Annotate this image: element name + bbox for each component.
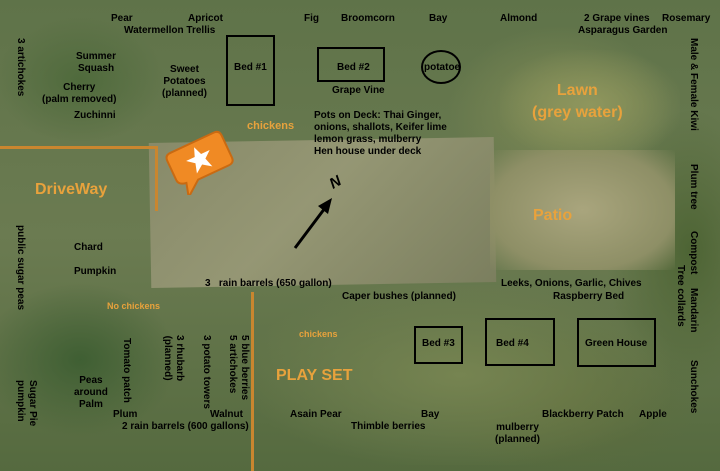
sugar-pie-pumpkin-label: Sugar Pie pumpkin <box>15 380 38 427</box>
chard-label: Chard <box>74 242 103 253</box>
blackberry-patch-label: Blackberry Patch <box>542 409 624 420</box>
chickens-area-label: chickens <box>247 120 295 132</box>
bed-4-label: Bed #4 <box>496 338 529 349</box>
fig-label: Fig <box>304 13 319 24</box>
play-set-label: PLAY SET <box>276 367 353 384</box>
public-sugar-peas-label: public sugar peas <box>15 225 26 311</box>
grape-vines-label: 2 Grape vines <box>584 13 650 24</box>
rain-barrels-650-label: 3 rain barrels (650 gallon) <box>205 278 332 289</box>
compost-label: Compost <box>688 231 699 275</box>
plum-label: Plum <box>113 409 138 420</box>
backyard-area <box>250 285 670 465</box>
asain-pear-label: Asain Pear <box>290 409 342 420</box>
bed-3-label: Bed #3 <box>422 338 455 349</box>
rain-barrels-600-label: 2 rain barrels (600 gallons) <box>122 421 249 432</box>
asparagus-garden-label: Asparagus Garden <box>578 25 668 36</box>
apple-label: Apple <box>639 409 667 420</box>
peas-around-palm-label: Peas around Palm <box>74 375 108 410</box>
potato-bed[interactable] <box>421 50 461 84</box>
artichokes-label: 3 artichokes <box>15 38 26 97</box>
lawn-area <box>500 50 680 160</box>
summer-squash-label: Summer Squash <box>76 51 117 74</box>
bed-2[interactable] <box>317 47 385 82</box>
leeks-label: Leeks, Onions, Garlic, Chives <box>501 278 642 289</box>
patio-label: Patio <box>533 207 573 224</box>
rosemary-label: Rosemary <box>662 13 711 24</box>
caper-bushes-label: Caper bushes (planned) <box>342 291 456 302</box>
apricot-label: Apricot <box>188 13 223 24</box>
mandarin-label: Mandarin <box>688 288 699 333</box>
north-arrow-icon <box>293 198 332 249</box>
fence-line <box>251 292 254 471</box>
driveway-label: DriveWay <box>35 181 108 198</box>
pots-on-deck-label: Pots on Deck: Thai Ginger, onions, shall… <box>314 110 447 157</box>
bay-top-label: Bay <box>429 13 448 24</box>
fence-line <box>155 146 158 211</box>
bed-3[interactable] <box>414 326 463 364</box>
bed-2-label: Bed #2 <box>337 62 370 73</box>
bay-bottom-label: Bay <box>421 409 440 420</box>
thimble-berries-label: Thimble berries <box>351 421 426 432</box>
lawn-label: Lawn (grey water) <box>532 82 623 121</box>
walnut-label: Walnut <box>210 409 243 420</box>
green-house-label: Green House <box>585 338 648 349</box>
grape-vine-label: Grape Vine <box>332 85 385 96</box>
broomcorn-label: Broomcorn <box>341 13 395 24</box>
star-pin-icon[interactable] <box>160 125 245 195</box>
watermellon-trellis-label: Watermellon Trellis <box>124 25 216 36</box>
almond-label: Almond <box>500 13 538 24</box>
tomato-patch-label: Tomato patch <box>121 338 132 403</box>
plum-tree-label: Plum tree <box>688 164 699 210</box>
bed-4[interactable] <box>485 318 555 366</box>
potato-towers-label: 3 potato towers <box>201 335 212 409</box>
pear-label: Pear <box>111 13 133 24</box>
rhubarb-label: 3 rhubarb (planned) <box>162 335 185 382</box>
chickens-small-label: chickens <box>299 329 338 339</box>
potato-bed-label: potatoe <box>424 62 461 73</box>
cherry-label: Cherry (palm removed) <box>42 82 117 105</box>
raspberry-bed-label: Raspberry Bed <box>553 291 625 302</box>
no-chickens-label: No chickens <box>107 301 161 311</box>
zuchinni-label: Zuchinni <box>74 110 116 121</box>
patio-area <box>490 150 675 270</box>
bed-1[interactable] <box>226 35 275 106</box>
sweet-potatoes-label: Sweet Potatoes (planned) <box>162 64 207 99</box>
tree-collards-label: Tree collards <box>675 265 686 327</box>
pumpkin-label: Pumpkin <box>74 266 117 277</box>
male-female-kiwi-label: Male & Female Kiwi <box>688 38 699 131</box>
sunchokes-label: Sunchokes <box>688 360 699 414</box>
green-house[interactable] <box>577 318 656 367</box>
bed-1-label: Bed #1 <box>234 62 267 73</box>
blue-berries-label: 5 blue berries 5 artichokes <box>227 335 250 401</box>
fence-line <box>0 146 158 149</box>
mulberry-planned-label: mulberry (planned) <box>495 422 540 445</box>
